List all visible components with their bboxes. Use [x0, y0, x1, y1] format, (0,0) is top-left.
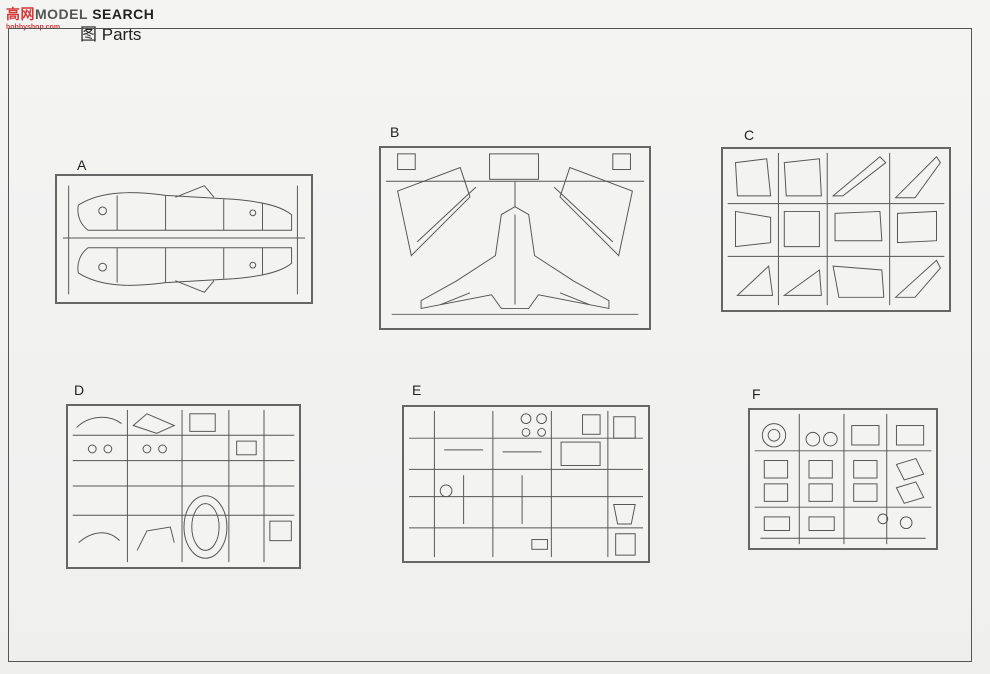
sprue-label-c: C	[744, 127, 755, 143]
sprue-a	[55, 174, 313, 304]
watermark-url: hobbyshop.com	[6, 24, 61, 31]
watermark-logo: 高网MODEL SEARCH	[6, 4, 154, 24]
sprue-b-drawing	[385, 153, 645, 315]
sprue-label-b: B	[390, 124, 400, 140]
page-title: 图 Parts	[80, 20, 141, 45]
watermark-cn-glyphs: 高网	[6, 6, 35, 22]
sprue-b	[379, 146, 651, 330]
sprue-f	[748, 408, 938, 550]
title-icon: 图	[80, 25, 97, 44]
sprue-d	[66, 404, 301, 569]
title-text: Parts	[101, 25, 142, 44]
watermark-site-prefix: MODEL	[35, 6, 88, 22]
sprue-c	[721, 147, 951, 312]
sprue-f-drawing	[754, 413, 932, 545]
sprue-label-a: A	[77, 157, 87, 173]
sprue-label-f: F	[752, 386, 761, 402]
page-border	[8, 28, 972, 662]
watermark-site-suffix: SEARCH	[92, 6, 155, 22]
sprue-e-drawing	[409, 410, 643, 558]
sprue-e	[402, 405, 650, 563]
sprue-d-drawing	[72, 409, 295, 563]
sprue-a-drawing	[62, 185, 306, 295]
sprue-label-d: D	[74, 382, 85, 398]
sprue-label-e: E	[412, 382, 422, 398]
sprue-c-drawing	[727, 152, 945, 306]
